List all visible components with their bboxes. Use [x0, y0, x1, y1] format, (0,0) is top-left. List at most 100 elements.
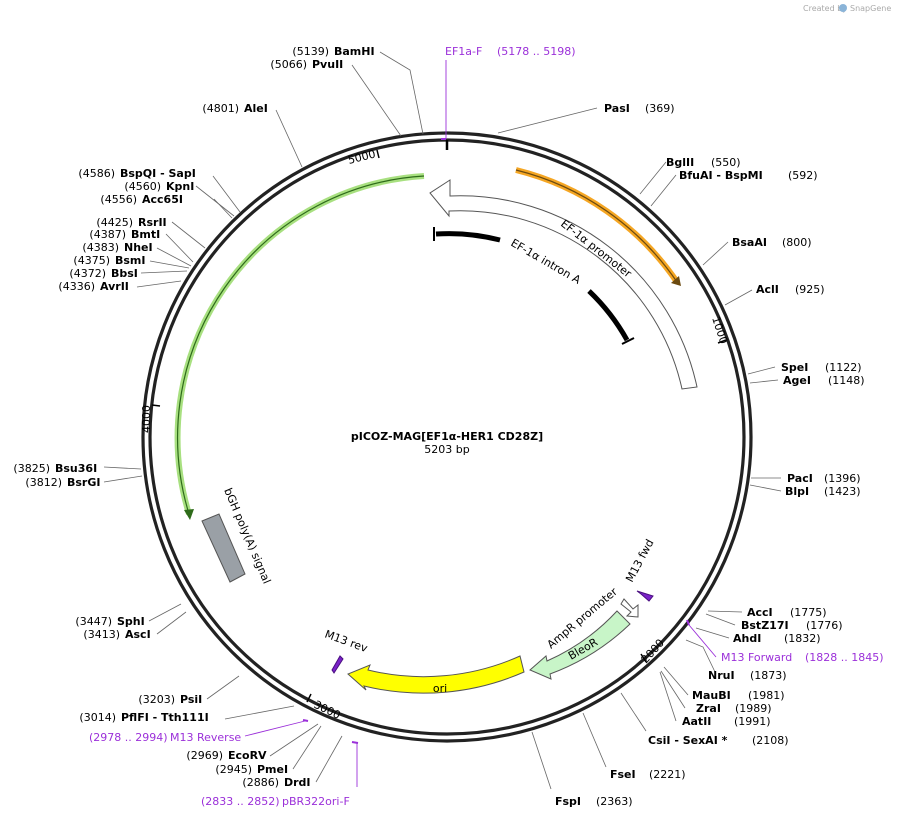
site-name[interactable]: AvrII [100, 280, 129, 293]
ori-arrow[interactable] [347, 655, 525, 694]
tick-mark-1000 [717, 339, 727, 344]
m13-fwd-arrow[interactable] [636, 590, 654, 602]
site-position: (3413) [83, 628, 120, 641]
leader-blpi [749, 484, 782, 492]
created-by-label: Created by [803, 4, 847, 13]
site-position: (4375) [73, 254, 110, 267]
green-feature-arrow[interactable] [174, 173, 425, 515]
site-labels-left: (5139)BamHI(5066)PvuII(4801)AleI(4586)Bs… [13, 45, 374, 789]
site-name[interactable]: BbsI [111, 267, 138, 280]
site-position: (1873) [750, 669, 787, 682]
ef1a-intron-segment-1[interactable] [435, 231, 501, 243]
m13-rev-arrow[interactable] [331, 655, 344, 674]
site-position: (3812) [25, 476, 62, 489]
site-name[interactable]: SpeI [781, 361, 808, 374]
primer-mark-pbr322ori-f [351, 741, 359, 744]
primer-name-ef1a-f[interactable]: EF1a-F [445, 45, 482, 58]
bgh-polya-block[interactable] [201, 513, 246, 583]
ampr-promoter-arrow[interactable] [620, 598, 639, 618]
leader-ahdi [695, 627, 730, 639]
site-name[interactable]: FseI [610, 768, 636, 781]
site-position: (4425) [96, 216, 133, 229]
site-name[interactable]: AatII [682, 715, 711, 728]
site-position: (3447) [75, 615, 112, 628]
site-position: (1775) [790, 606, 827, 619]
snapgene-logo-icon [839, 4, 847, 12]
leader-bamhi [379, 51, 424, 135]
site-name[interactable]: AleI [244, 102, 268, 115]
leader-zrai [660, 670, 686, 709]
site-name[interactable]: NruI [708, 669, 735, 682]
site-name[interactable]: SphI [117, 615, 145, 628]
site-name[interactable]: BmtI [131, 228, 160, 241]
m13-rev-label: M13 rev [323, 628, 370, 656]
green-feature-core [176, 175, 425, 515]
site-name[interactable]: BamHI [334, 45, 375, 58]
site-name[interactable]: MauBI [692, 689, 731, 702]
site-position: (4560) [124, 180, 161, 193]
leader-acli [724, 289, 753, 306]
site-name[interactable]: RsrII [138, 216, 167, 229]
site-name[interactable]: AclI [756, 283, 779, 296]
leader-acci [707, 610, 743, 613]
site-name[interactable]: BlpI [785, 485, 809, 498]
site-name[interactable]: NheI [124, 241, 153, 254]
site-name[interactable]: ZraI [696, 702, 721, 715]
site-position: (2969) [186, 749, 223, 762]
site-name[interactable]: CsiI - SexAI * [648, 734, 728, 747]
site-position: (1148) [828, 374, 865, 387]
bleor-arrow[interactable] [529, 610, 631, 680]
site-name[interactable]: FspI [555, 795, 581, 808]
site-name[interactable]: Acc65I [142, 193, 183, 206]
site-name[interactable]: KpnI [166, 180, 194, 193]
site-name[interactable]: BspQI - SapI [120, 167, 196, 180]
ef1a-intron-segment-2[interactable] [587, 289, 630, 342]
leader-rsrii [171, 221, 206, 249]
leader-pvuii [351, 64, 402, 137]
leader-avrii [136, 280, 182, 288]
primer-name-m13-reverse[interactable]: M13 Reverse [170, 731, 241, 744]
leader-bmti [165, 233, 194, 263]
leader-m13-reverse [244, 720, 306, 737]
primer-leader-lines [244, 60, 717, 787]
leader-pflfi [224, 705, 295, 720]
site-name[interactable]: AgeI [783, 374, 811, 387]
site-name[interactable]: EcoRV [228, 749, 267, 762]
site-name[interactable]: PacI [787, 472, 813, 485]
snapgene-label: SnapGene [850, 4, 891, 13]
site-name[interactable]: DrdI [284, 776, 311, 789]
site-name[interactable]: BsaAI [732, 236, 767, 249]
site-position: (369) [645, 102, 675, 115]
site-name[interactable]: PsiI [180, 693, 202, 706]
site-name[interactable]: PmeI [257, 763, 288, 776]
site-position: (800) [782, 236, 812, 249]
leader-bstz17i [705, 613, 736, 626]
primer-name-pbr322ori-f[interactable]: pBR322ori-F [282, 795, 350, 808]
leader-m13-forward [688, 624, 717, 658]
site-name[interactable]: BstZ17I [741, 619, 789, 632]
site-name[interactable]: BglII [666, 156, 694, 169]
site-name[interactable]: PvuII [312, 58, 343, 71]
site-name[interactable]: BsmI [115, 254, 146, 267]
tick-label-4000: 4000 [140, 405, 153, 433]
site-name[interactable]: PasI [604, 102, 630, 115]
site-name[interactable]: PflFI - Tth111I [121, 711, 209, 724]
leader-nrui [685, 639, 717, 675]
site-name[interactable]: AhdI [733, 632, 761, 645]
site-name[interactable]: Bsu36I [55, 462, 97, 475]
leader-bsmi [149, 260, 190, 269]
site-labels-right: PasI(369)BglII(550)BfuAI - BspMI(592)Bsa… [555, 102, 865, 808]
leader-lines [103, 51, 782, 790]
primer-mark-m13-forward [686, 619, 690, 626]
ef1a-promoter-arrow[interactable] [429, 179, 698, 390]
leader-bsrgi [103, 475, 143, 483]
site-position: (1776) [806, 619, 843, 632]
site-position: (1981) [748, 689, 785, 702]
site-name[interactable]: BfuAI - BspMI [679, 169, 763, 182]
site-name[interactable]: BsrGI [67, 476, 100, 489]
site-position: (1423) [824, 485, 861, 498]
site-name[interactable]: AccI [747, 606, 773, 619]
site-name[interactable]: AscI [125, 628, 151, 641]
primer-name-m13-forward[interactable]: M13 Forward [721, 651, 792, 664]
site-position: (1122) [825, 361, 862, 374]
